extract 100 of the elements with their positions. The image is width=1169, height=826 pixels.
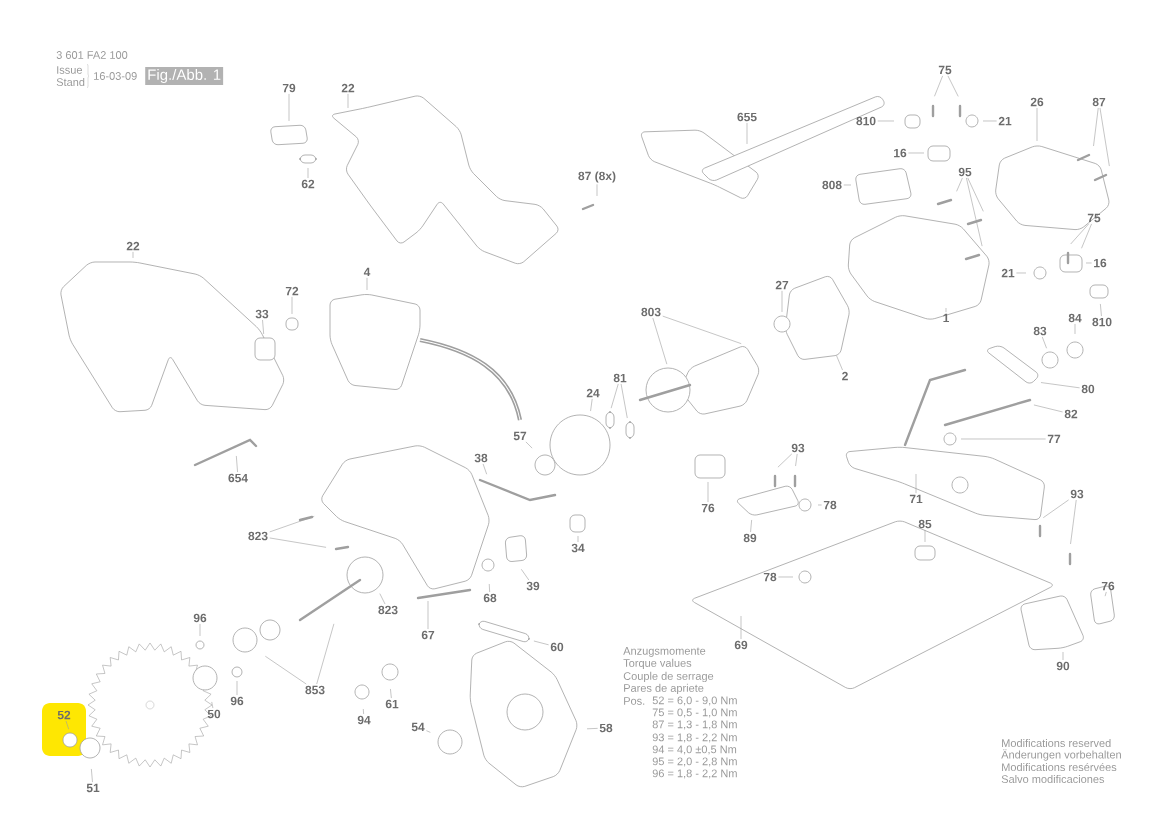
callout-number: 655 [737,112,757,122]
callout-number: 50 [207,709,221,719]
leader-line [236,455,238,473]
callout-number: 75 [1087,213,1101,223]
leader-line [262,319,264,335]
callout-number: 21 [998,116,1012,126]
callout-number: 1 [943,313,949,323]
callout-number: 22 [126,241,140,251]
callout-number: 823 [378,605,398,615]
note-text: Änderungen vorbehalten [1001,749,1121,761]
callout-number: 810 [856,116,876,126]
callout-number: 57 [513,431,527,441]
note-text: Pares de apriete [624,683,704,695]
leader-line [836,355,843,371]
callout-number: 62 [301,179,315,189]
callout-number: 810 [1092,317,1112,327]
leader-line [956,177,984,247]
note-text: 16-03-09 [94,72,137,80]
leader-line [265,623,335,685]
callout-number: 68 [483,593,497,603]
callout-number: 38 [474,453,488,463]
callout-number: 87 (8x) [578,171,616,183]
figure-tag: Fig./Abb. 1 [145,67,224,85]
note-text: Torque values [623,658,692,670]
callout-number: 823 [248,531,268,541]
callout-number: 808 [822,180,842,190]
callout-number: 90 [1056,661,1070,671]
leader-line [590,398,593,412]
callout-number: 80 [1081,384,1095,394]
leader-line [777,453,798,468]
leader-line [525,441,533,449]
callout-number: 52 [57,710,71,720]
leader-line [1042,336,1047,349]
leader-line [586,728,598,730]
leader-line [750,519,752,533]
callout-number: 34 [571,543,585,553]
callout-number: 77 [1047,434,1061,444]
leader-line [1033,404,1063,413]
leader-line [1040,382,1080,389]
callout-number: 83 [1033,326,1047,336]
note-text: Modifications resérvées [1002,762,1117,772]
callout-number: 78 [763,572,777,582]
leader-line [1104,591,1107,597]
callout-number: 27 [775,280,789,290]
callout-number: 54 [411,722,425,732]
callout-number: 51 [86,783,100,793]
leader-line [1043,499,1077,545]
leader-line [91,768,93,783]
note-text: 93 = 1,8 - 2,2 Nm [652,733,737,743]
note-text: 52 = 6,0 - 9,0 Nm [652,696,737,706]
leader-line [482,463,487,475]
leader-line [1070,223,1092,249]
callout-number: 79 [282,83,296,93]
callout-number: 654 [228,473,248,483]
callout-number: 87 [1092,97,1106,107]
callout-number: 72 [285,286,299,296]
callout-number: 803 [641,307,661,317]
note-text: 95 = 2,0 - 2,8 Nm [652,757,737,767]
callout-number: 95 [958,167,972,177]
callout-number: 71 [909,494,923,504]
leader-line [934,75,959,97]
callout-number: 67 [421,630,435,640]
callout-number: 76 [1101,581,1115,591]
note-text: Couple de serrage [623,671,714,683]
callout-number: 89 [743,533,757,543]
note-text: Stand [56,77,85,87]
callout-number: 96 [193,613,207,623]
leader-line [610,383,628,419]
note-text: 94 = 4,0 ±0,5 Nm [652,745,737,755]
callout-number: 78 [823,500,837,510]
note-text: Modifications reserved [1002,738,1111,748]
callout-number: 94 [357,715,371,725]
note-text: 87 = 1,3 - 1,8 Nm [652,720,737,730]
leader-line [652,315,742,365]
callout-number: 24 [586,388,600,398]
callout-number: 82 [1064,409,1078,419]
leader-line [521,568,530,581]
note-text: Pos. [624,697,645,705]
leader-line [1100,303,1102,317]
callout-number: 75 [938,65,952,75]
callout-number: 84 [1068,313,1082,323]
note-text: Salvo modificaciones [1001,774,1105,784]
leader-line [379,593,386,605]
callout-number: 85 [918,519,932,529]
callout-number: 69 [734,640,748,650]
callout-number: 26 [1030,97,1044,107]
callout-number: 16 [894,148,907,158]
callout-number: 58 [599,723,613,733]
callout-number: 60 [550,642,564,652]
callout-number: 4 [363,267,371,277]
leader-line [362,708,364,715]
callout-number: 853 [305,685,325,695]
leader-line [390,688,392,699]
leader-line [533,640,549,646]
callout-number: 93 [1070,489,1084,499]
callout-number: 33 [255,309,269,319]
note-text: 96 = 1,8 - 2,2 Nm [652,769,737,779]
leader-line [269,516,327,548]
leader-line [1093,107,1110,167]
note-text: Anzugsmomente [623,647,706,657]
